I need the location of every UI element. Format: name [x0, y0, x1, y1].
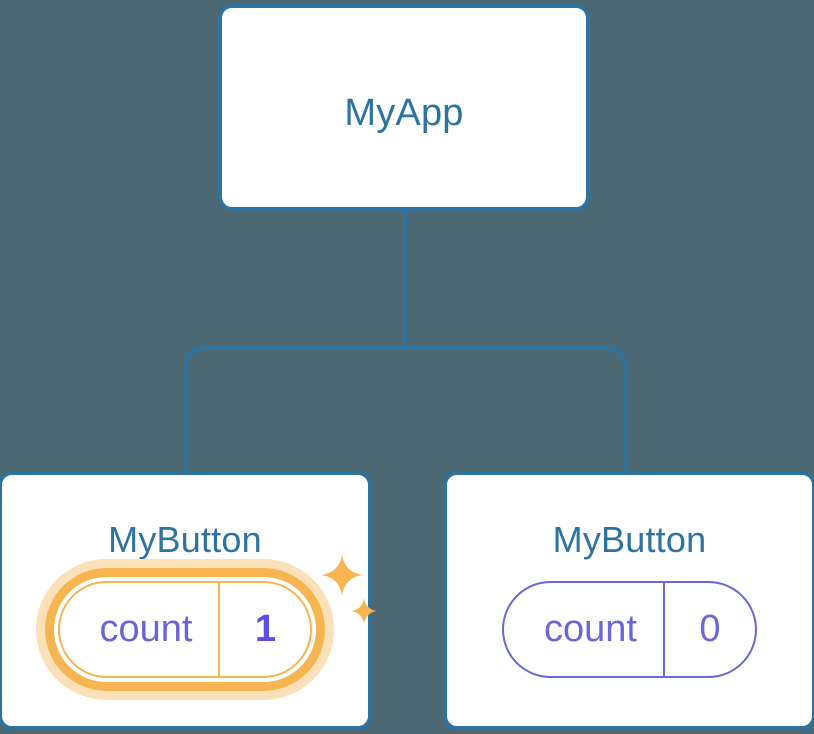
- edge-branch-right: [405, 346, 627, 473]
- edge-branch-left: [184, 346, 405, 473]
- state-pill-body-left[interactable]: count 1: [57, 581, 313, 678]
- state-pill-wrapper-left: count 1: [2, 554, 378, 700]
- state-value-left: 1: [218, 583, 310, 676]
- node-mybutton-right[interactable]: MyButton count 0: [443, 471, 814, 730]
- node-myapp[interactable]: MyApp: [218, 4, 590, 211]
- state-key-right: count: [544, 608, 637, 650]
- state-pill-right[interactable]: count 0: [502, 581, 757, 678]
- state-pill-body-right[interactable]: count 0: [502, 581, 757, 678]
- sparkle-icon: [320, 553, 364, 597]
- state-key-left: count: [99, 608, 193, 650]
- state-pill-wrapper-right: count 0: [447, 581, 812, 678]
- sparkle-icon: [350, 597, 378, 625]
- state-pill-left[interactable]: count 1: [35, 554, 378, 700]
- node-mybutton-right-title: MyButton: [552, 519, 707, 560]
- state-value-right: 0: [662, 583, 755, 676]
- node-mybutton-left[interactable]: MyButton count 1: [0, 471, 378, 730]
- node-mybutton-left-title: MyButton: [108, 519, 262, 560]
- node-myapp-title: MyApp: [344, 92, 464, 134]
